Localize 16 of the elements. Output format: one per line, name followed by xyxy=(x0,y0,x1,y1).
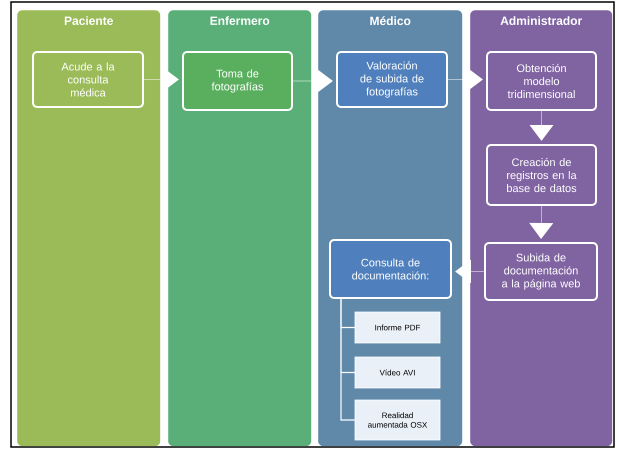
chevron-arrow xyxy=(292,69,333,93)
process-box: Subida de documentación a la página web xyxy=(484,242,598,301)
connector-line xyxy=(340,299,355,421)
item-box: Informe PDF xyxy=(354,312,440,344)
process-box: Consulta de documentación: xyxy=(329,239,452,299)
chevron-arrow xyxy=(530,110,554,141)
process-box: Obtención modelo tridimensional xyxy=(486,51,597,111)
process-box: Creación de registros en la base de datos xyxy=(486,144,597,206)
chevron-arrow xyxy=(448,68,483,92)
chevron-arrow xyxy=(529,206,554,239)
process-box: Toma de fotografías xyxy=(182,51,293,111)
item-box: Vídeo AVI xyxy=(354,356,440,388)
item-box: Realidad aumentada OSX xyxy=(354,400,440,440)
chevron-arrow xyxy=(455,260,484,284)
process-box: Valoración de subida de fotografías xyxy=(336,51,448,108)
process-box: Acude a la consulta médica xyxy=(32,51,144,108)
